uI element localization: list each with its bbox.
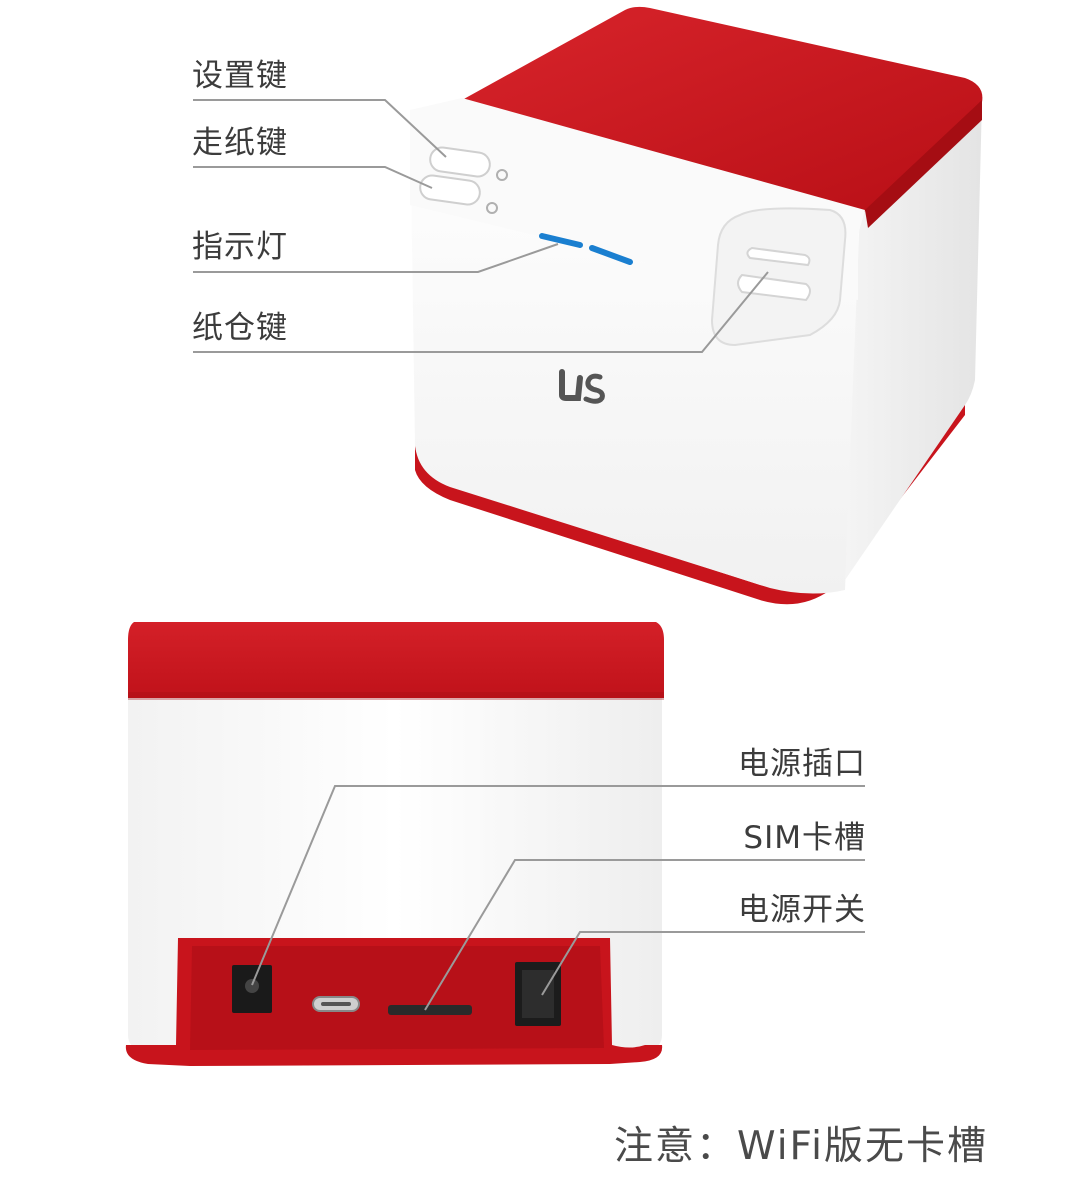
settings-key — [429, 146, 491, 178]
leader-indicator-light — [193, 243, 559, 273]
leader-lines — [193, 99, 865, 1011]
leader-settings-key — [193, 99, 447, 158]
note-text: 注意：WiFi版无卡槽 — [614, 1124, 988, 1169]
sim-slot — [388, 1005, 472, 1015]
lid-right-edge — [865, 100, 982, 228]
callout-power-switch: 电源开关 — [738, 892, 866, 928]
leader-power-switch — [541, 931, 865, 996]
brand-logo — [559, 369, 605, 404]
printer-back-view — [125, 622, 664, 1066]
callout-settings-key: 设置键 — [192, 58, 288, 94]
back-lid-lower-edge — [128, 692, 664, 700]
paper-bin-housing — [710, 207, 847, 347]
lid-top — [462, 6, 983, 212]
gear-icon — [496, 169, 508, 181]
right-face — [845, 100, 982, 580]
printer-top-view — [410, 6, 983, 605]
back-lid — [128, 622, 664, 698]
leader-feed-key — [193, 166, 433, 189]
leader-paper-bin-key — [193, 271, 769, 353]
callout-feed-key: 走纸键 — [192, 125, 288, 161]
callout-sim-slot: SIM卡槽 — [743, 820, 866, 856]
paper-icon — [486, 202, 498, 214]
leader-power-jack — [251, 785, 865, 986]
indicator-light-1 — [539, 233, 583, 248]
leader-sim-slot — [424, 859, 865, 1011]
paper-bin-key-upper — [746, 246, 811, 267]
callout-paper-bin-key: 纸仓键 — [192, 310, 288, 346]
callout-indicator-light: 指示灯 — [192, 229, 288, 265]
callout-power-jack: 电源插口 — [738, 746, 866, 782]
port-recess-inner — [190, 946, 604, 1050]
feed-key — [419, 174, 481, 206]
indicator-light-2 — [589, 245, 633, 265]
paper-bin-key-lower — [737, 273, 811, 302]
